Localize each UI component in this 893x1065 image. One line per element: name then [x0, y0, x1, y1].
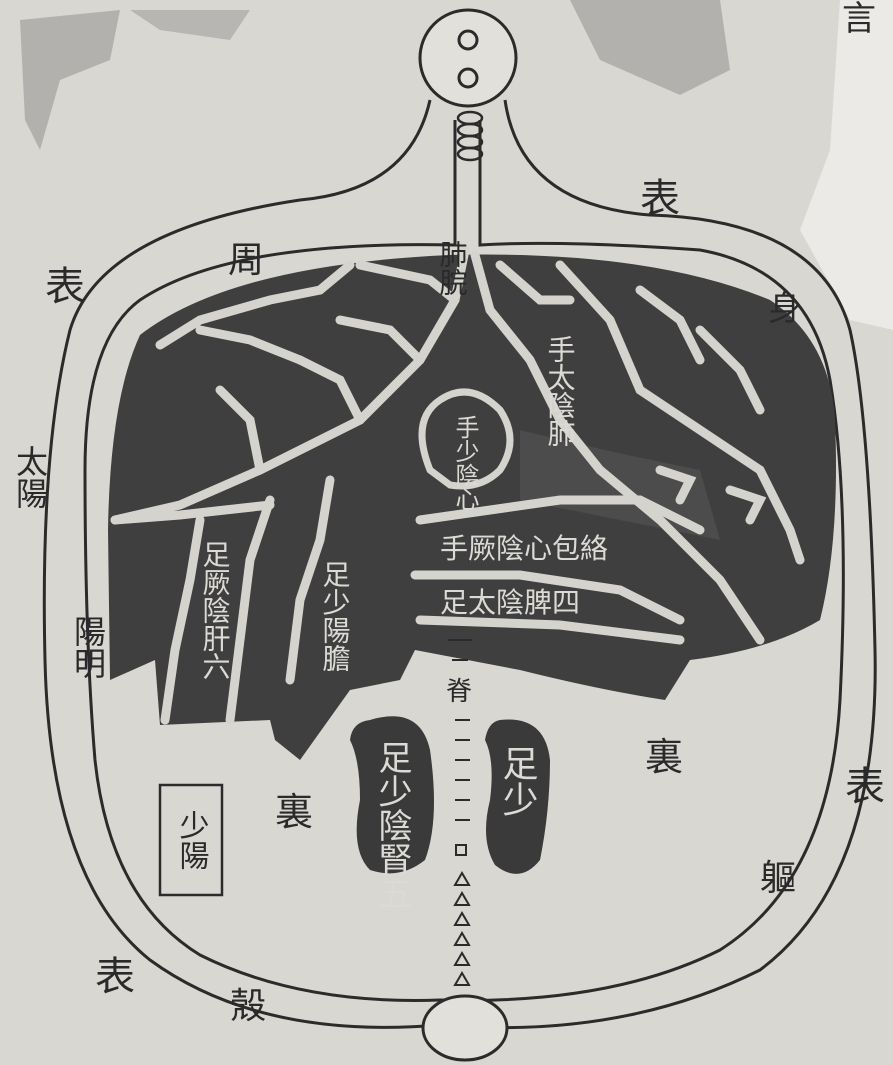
corner-glyph: 言 — [842, 0, 876, 39]
throat-circle — [420, 10, 516, 106]
label-zhou: 周 — [228, 240, 264, 281]
label-shaoyang: 少陽 — [174, 810, 210, 870]
ink-stain — [20, 0, 730, 150]
organ-label-gallbladder: 足少陽膽 — [319, 560, 352, 672]
label-taiyang: 太陽 — [11, 445, 49, 509]
organ-label-kidney-left: 足少陰腎五 — [372, 740, 412, 910]
label-li-right: 裏 — [645, 735, 683, 779]
organ-label-kidney-right: 足少 — [497, 745, 538, 817]
paper-patch — [800, 0, 893, 330]
organ-label-spleen: 足太陰脾四 — [440, 586, 580, 619]
label-shen: 身 — [768, 289, 802, 329]
label-biao-top: 表 — [640, 176, 680, 222]
label-biao-bottom: 表 — [95, 954, 135, 1000]
label-biao-left: 表 — [45, 264, 85, 310]
trachea-rings — [458, 112, 482, 160]
label-ji: 脊 — [446, 677, 472, 707]
organ-label-liver: 足厥陰肝六 — [199, 540, 232, 680]
bottom-oval — [423, 996, 507, 1060]
label-li-left: 裏 — [275, 790, 313, 834]
label-qu: 軀 — [760, 858, 796, 899]
organ-label-pericardium: 手厥陰心包絡 — [440, 532, 608, 565]
label-biao-right: 表 — [845, 764, 885, 810]
organ-label-heart: 手少陰心 — [451, 415, 479, 511]
label-ke: 殼 — [230, 986, 266, 1027]
label-yangming: 陽明 — [69, 615, 107, 679]
label-feiwan: 肺脘 — [436, 240, 469, 296]
organ-label-lung: 手太陰肺 — [544, 335, 577, 447]
